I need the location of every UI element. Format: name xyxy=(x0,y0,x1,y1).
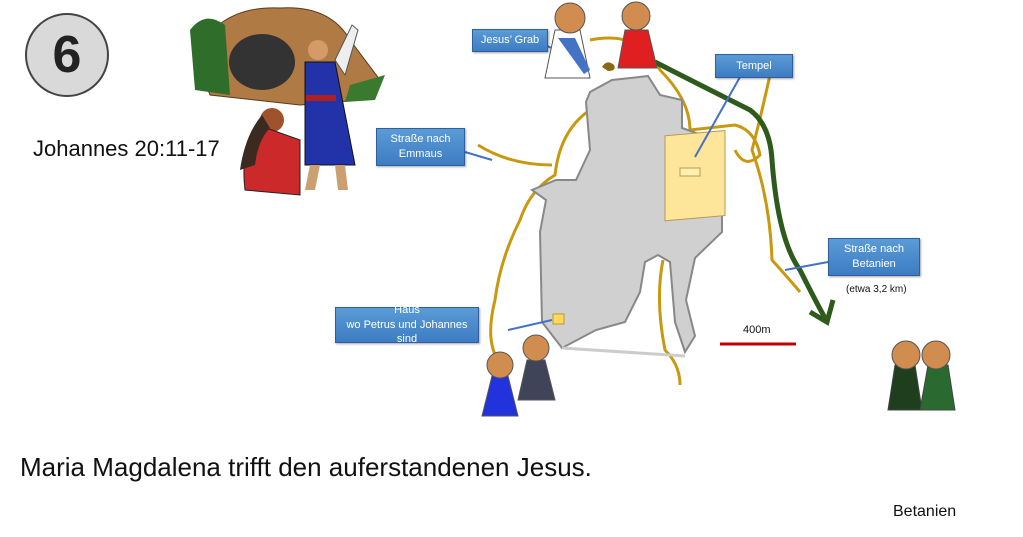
label-jesus-grave: Jesus’ Grab xyxy=(472,29,548,52)
jesus-figure xyxy=(304,24,359,190)
pawn-john-at-grave xyxy=(544,2,591,79)
route-arrow xyxy=(653,59,828,320)
slide-caption: Maria Magdalena trifft den auferstandene… xyxy=(20,452,592,482)
distance-note: (etwa 3,2 km) xyxy=(846,284,907,295)
label-text: Straße nach xyxy=(844,243,904,256)
mary-magdalene-figure xyxy=(240,108,301,196)
label-text: Straße nach xyxy=(390,133,451,146)
south-wall xyxy=(561,346,686,358)
label-text: Tempel xyxy=(736,59,772,72)
tomb-stone xyxy=(229,34,295,90)
grave-icon xyxy=(602,62,615,71)
label-temple: Tempel xyxy=(715,54,793,78)
label-text: Haus xyxy=(394,303,420,316)
slide-number-badge: 6 xyxy=(25,13,109,97)
slide-number: 6 xyxy=(52,26,82,84)
label-text: Jesus’ Grab xyxy=(480,34,540,47)
road-south xyxy=(657,259,682,386)
arrowhead-icon xyxy=(808,299,836,326)
pawn-peter xyxy=(481,351,519,417)
label-text: wo Petrus und Johannes sind xyxy=(346,318,468,346)
pawn-john xyxy=(517,334,556,401)
label-text: Betanien xyxy=(852,258,896,270)
pawn-mary-magdalene xyxy=(617,1,658,69)
bible-reference: Johannes 20:11-17 xyxy=(33,136,220,161)
temple-building xyxy=(664,130,726,222)
label-text: Emmaus xyxy=(398,148,443,160)
road-emmaus xyxy=(477,143,553,167)
label-house: Haus wo Petrus und Johannes sind xyxy=(335,304,479,345)
house-icon xyxy=(552,313,565,325)
pawns-bethany xyxy=(887,340,956,411)
scale-label: 400m xyxy=(743,324,771,336)
destination-label: Betanien xyxy=(893,503,957,520)
road-west xyxy=(489,108,591,361)
